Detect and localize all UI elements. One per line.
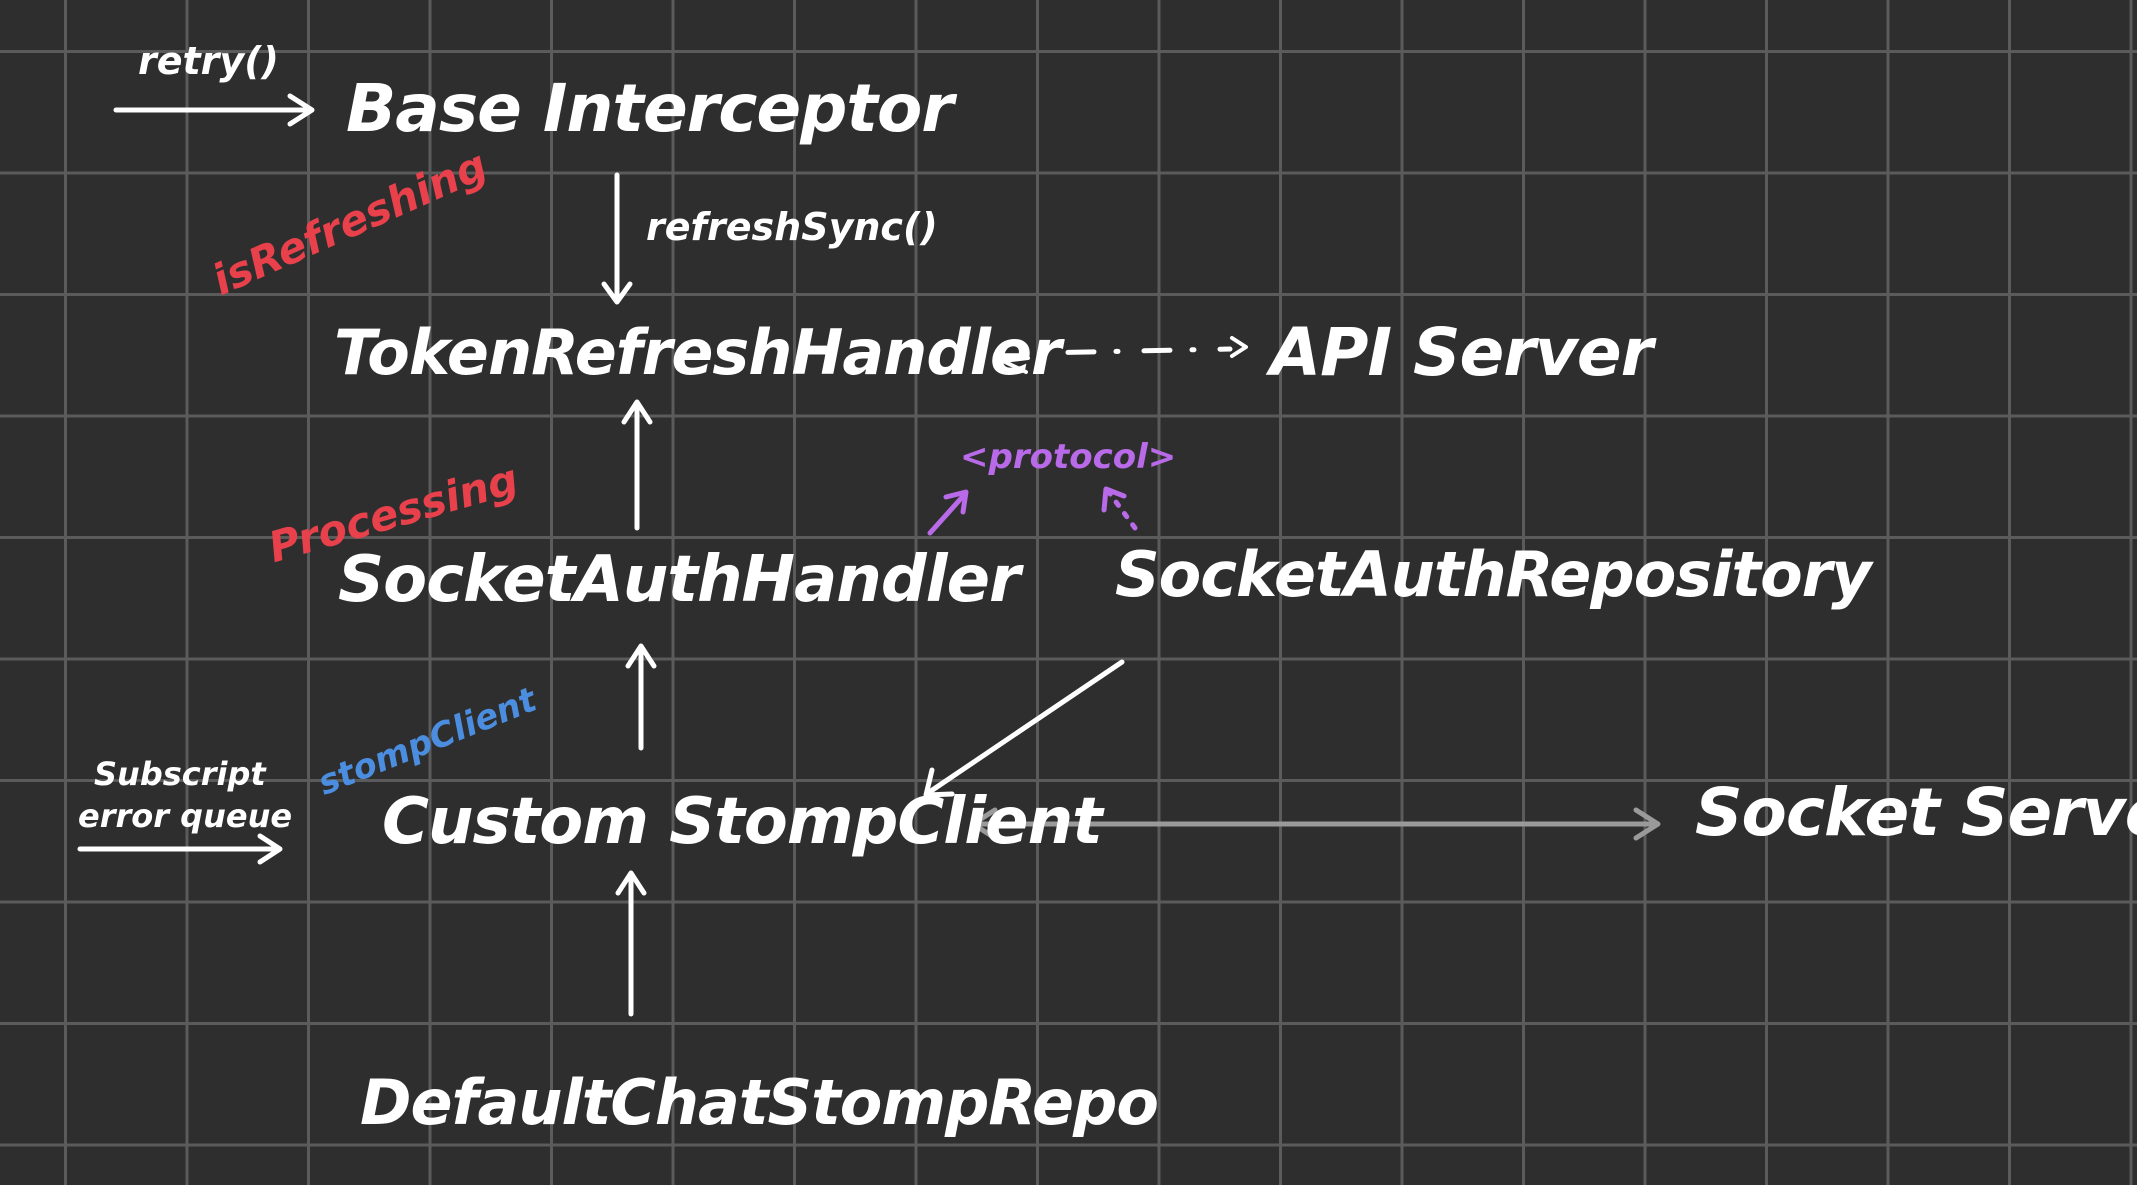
- base-interceptor-node: Base Interceptor: [346, 70, 954, 147]
- subscript-arrow-head: [257, 833, 283, 865]
- repo-to-stomp-arrow-head: [615, 870, 647, 896]
- repository-to-stomp-arrow: [925, 659, 1125, 796]
- protocol-conformance-arrow: [927, 491, 968, 536]
- retry-arrow-head: [287, 93, 315, 127]
- error-queue-label: error queue: [78, 797, 293, 835]
- api-server-link-left-head: [1001, 356, 1030, 374]
- socket-auth-handler-node: SocketAuthHandler: [338, 543, 1021, 617]
- api-server-dashed-link: [1037, 346, 1233, 356]
- refresh-sync-arrow-head: [601, 281, 633, 305]
- socket-arrow-right-head: [1633, 807, 1661, 841]
- protocol-conformance-arrow-head: [943, 489, 969, 515]
- socket-arrow-left-head: [970, 807, 998, 841]
- protocol-dotted-arrow-head: [1101, 486, 1127, 513]
- api-server-node: API Server: [1270, 314, 1653, 391]
- protocol-annotation: <protocol>: [960, 437, 1177, 477]
- stomp-to-auth-arrow-head: [625, 643, 657, 669]
- auth-to-token-arrow-head: [621, 399, 653, 425]
- subscript-label: Subscript: [94, 755, 266, 793]
- socket-server-node: Socket Server: [1695, 774, 2137, 851]
- default-chat-stomp-repo-node: DefaultChatStompRepo: [360, 1066, 1159, 1139]
- refresh-sync-label: refreshSync(): [646, 205, 938, 249]
- token-refresh-handler-node: TokenRefreshHandler: [334, 316, 1062, 389]
- repository-to-stomp-arrow-head: [923, 767, 955, 798]
- retry-label: retry(): [138, 39, 279, 83]
- socket-auth-repository-node: SocketAuthRepository: [1115, 538, 1872, 611]
- api-server-link-right-head: [1230, 336, 1248, 358]
- custom-stomp-client-node: Custom StompClient: [382, 785, 1103, 859]
